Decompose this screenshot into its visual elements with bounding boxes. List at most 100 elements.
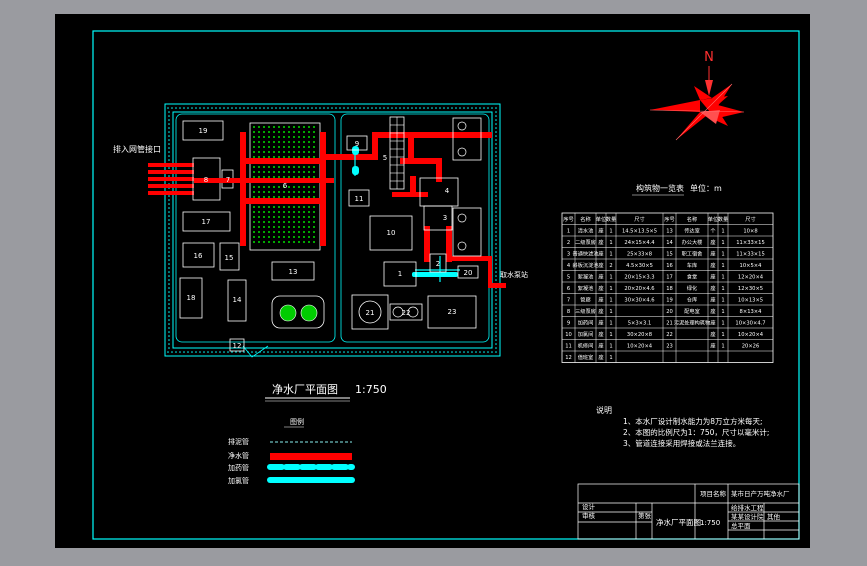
table-header-cell: 数量 (718, 215, 728, 223)
hatch-dot (391, 351, 393, 353)
hatch-dot (351, 351, 353, 353)
hatch-dot (463, 351, 465, 353)
hatch-dot (495, 319, 497, 321)
plant-dot (268, 156, 270, 158)
plant-dot (253, 186, 255, 188)
table-cell: 加氯间 (578, 330, 594, 338)
plant-dot (303, 231, 305, 233)
table-cell: 30×20×8 (627, 332, 652, 338)
plant-dot (273, 171, 275, 173)
table-header-cell: 序号 (664, 215, 674, 223)
plant-dot (288, 136, 290, 138)
plant-dot (298, 196, 300, 198)
plant-dot (258, 131, 260, 133)
table-cell: 座 (598, 296, 603, 304)
plant-dot (278, 231, 280, 233)
plant-dot (268, 141, 270, 143)
plan-scale: 1:750 (355, 383, 387, 396)
table-cell: 个 (710, 228, 716, 235)
plant-dot (293, 186, 295, 188)
label-8: 8 (204, 176, 208, 184)
hatch-dot (495, 239, 497, 241)
plant-dot (288, 196, 290, 198)
building-16 (182, 242, 215, 268)
hatch-dot (203, 107, 205, 109)
table-cell: 1 (721, 252, 724, 258)
hatch-dot (168, 151, 170, 153)
hatch-dot (455, 107, 457, 109)
plant-dot (253, 196, 255, 198)
plant-dot (313, 166, 315, 168)
hatch-dot (168, 135, 170, 137)
hatch-dot (495, 299, 497, 301)
hatch-dot (495, 251, 497, 253)
hatch-dot (495, 135, 497, 137)
plant-dot (303, 146, 305, 148)
plant-dot (283, 221, 285, 223)
hatch-dot (168, 295, 170, 297)
hatch-dot (239, 107, 241, 109)
plant-dot (268, 236, 270, 238)
table-header-cell: 数量 (606, 215, 616, 223)
hatch-dot (495, 231, 497, 233)
hatch-dot (467, 107, 469, 109)
table-cell: 座 (598, 250, 603, 258)
table-cell: 7 (567, 298, 570, 304)
table-header-cell: 单位 (708, 215, 718, 223)
plant-dot (313, 226, 315, 228)
tb-design: 设计 (582, 502, 596, 511)
plant-dot (258, 151, 260, 153)
plant-dot (308, 136, 310, 138)
hatch-dot (168, 227, 170, 229)
hatch-dot (283, 107, 285, 109)
plant-dot (308, 171, 310, 173)
hatch-dot (495, 219, 497, 221)
plant-dot (298, 156, 300, 158)
hatch-dot (459, 107, 461, 109)
building-20 (457, 265, 479, 279)
plant-dot (263, 231, 265, 233)
plant-dot (288, 151, 290, 153)
plant-dot (263, 206, 265, 208)
hatch-dot (303, 351, 305, 353)
hatch-dot (235, 351, 237, 353)
table-cell: 食堂 (687, 273, 697, 281)
table-cell: 1 (609, 344, 612, 350)
table-cell: 11 (565, 344, 572, 350)
hatch-dot (168, 223, 170, 225)
plant-dot (283, 211, 285, 213)
plant-dot (278, 151, 280, 153)
hatch-dot (343, 351, 345, 353)
plant-dot (308, 141, 310, 143)
hatch-dot (327, 351, 329, 353)
plant-dot (303, 171, 305, 173)
hatch-dot (331, 107, 333, 109)
plant-dot (308, 206, 310, 208)
building-19 (182, 120, 224, 141)
table-cell: 1 (721, 344, 724, 350)
hatch-dot (383, 107, 385, 109)
table-cell: 13 (666, 229, 673, 235)
plant-dot (293, 191, 295, 193)
tb-row2: 某某设计院 (731, 512, 764, 521)
hatch-dot (339, 351, 341, 353)
table-cell: 10×13×5 (738, 298, 763, 304)
garden-tree-2 (300, 304, 318, 322)
note-line-2: 2、本图的比例尺为1：750，尺寸以毫米计; (623, 427, 769, 437)
plant-dot (293, 196, 295, 198)
unit-e (452, 207, 482, 257)
table-cell: 座 (598, 273, 603, 281)
hatch-dot (291, 351, 293, 353)
hatch-dot (483, 351, 485, 353)
hatch-dot (295, 351, 297, 353)
hatch-dot (267, 351, 269, 353)
hatch-dot (168, 335, 170, 337)
plant-dot (298, 211, 300, 213)
table-cell: 1 (567, 229, 570, 235)
table-cell: 12×20×4 (738, 275, 764, 281)
plant-dot (303, 206, 305, 208)
hatch-dot (495, 267, 497, 269)
table-cell: 座 (710, 261, 715, 269)
plant-dot (298, 186, 300, 188)
table-cell: 1 (609, 275, 612, 281)
